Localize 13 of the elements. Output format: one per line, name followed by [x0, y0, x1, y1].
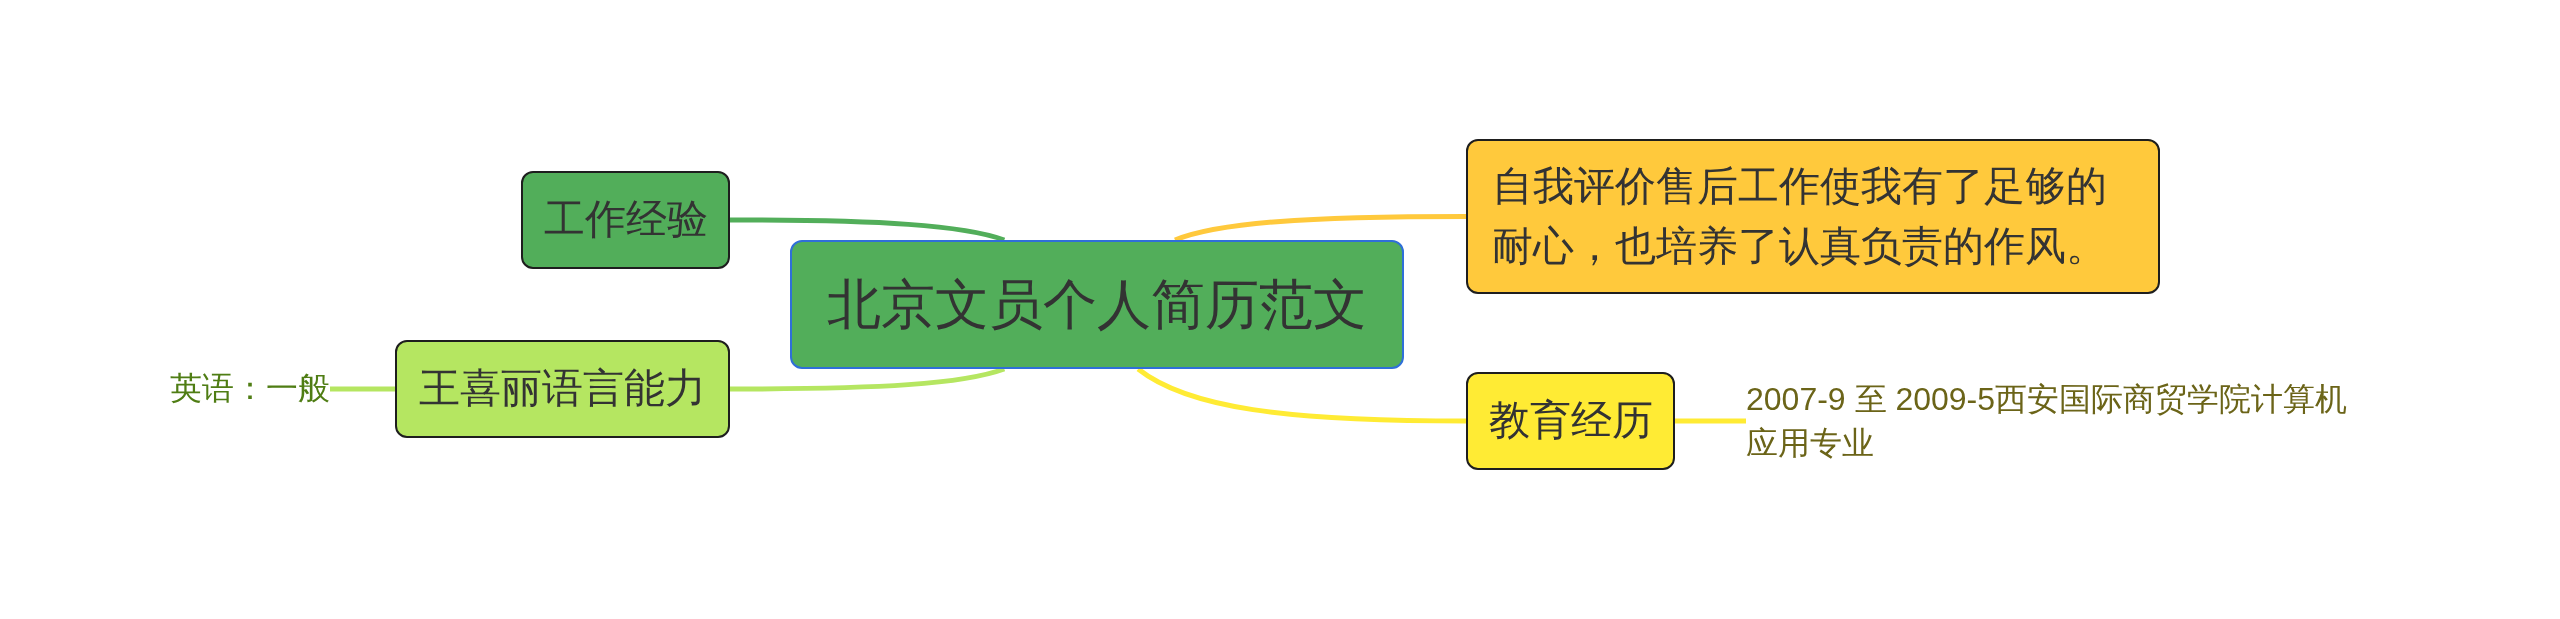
branch-text: 2007-9 至 2009-5西安国际商贸学院计算机应用专业	[1746, 378, 2360, 466]
central-topic-box: 北京文员个人简历范文	[790, 240, 1404, 369]
topic-box: 教育经历	[1466, 372, 1675, 470]
connector-line	[730, 366, 1006, 392]
branch-text: 英语：一般	[170, 367, 330, 411]
topic-box: 王喜丽语言能力	[395, 340, 730, 438]
topic-box: 工作经验	[521, 171, 730, 269]
connector-line	[330, 386, 395, 392]
connector-line	[730, 217, 1006, 243]
topic-box: 自我评价售后工作使我有了足够的耐心，也培养了认真负责的作风。	[1466, 139, 2160, 294]
connector-line	[1675, 418, 1746, 424]
connector-line	[1136, 366, 1466, 424]
connector-line	[1174, 214, 1466, 243]
